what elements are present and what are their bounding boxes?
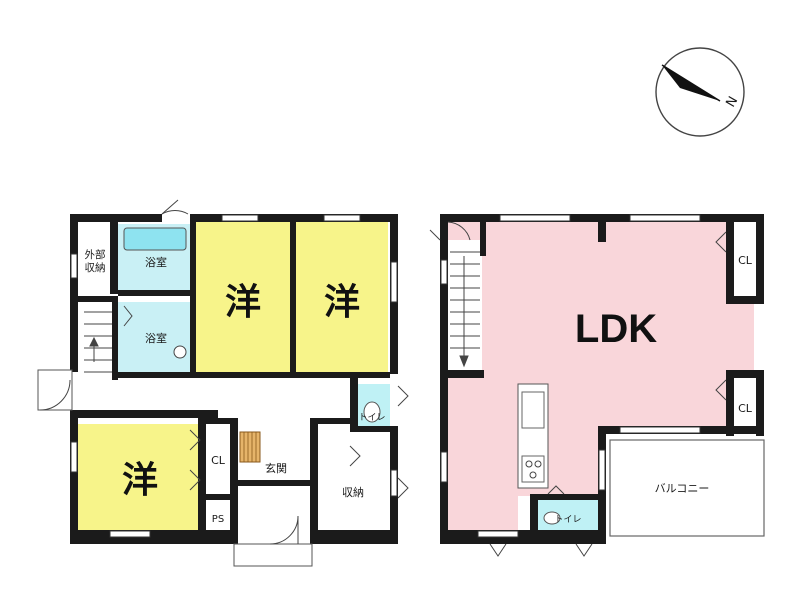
upper-toilet-label: トイレ [554, 515, 581, 525]
ground-floor-plan: 外部収納 浴室 浴室 洋 洋 洋 CL 玄関 トイレ 収納 PS [37, 199, 409, 567]
upper-floor-doors [429, 221, 727, 557]
toilet-label: トイレ [358, 413, 385, 423]
balcony-area [609, 439, 765, 537]
stove-icon [521, 455, 545, 483]
side-porch [37, 369, 73, 411]
entrance-label: 玄関 [265, 461, 287, 475]
bathroom-label: 浴室 [145, 255, 167, 269]
stairs-ground [84, 311, 114, 373]
balcony-label: バルコニー [655, 482, 710, 495]
closet-1-room [734, 222, 754, 298]
ground-floor-doors [39, 199, 409, 545]
western-room-2-label: 洋 [324, 282, 360, 323]
western-room-1-label: 洋 [225, 282, 261, 323]
closet-label: CL [211, 454, 226, 467]
ground-floor-windows [70, 214, 398, 538]
western-room-1 [196, 222, 290, 372]
stairs-upper [448, 240, 482, 376]
pipe-space-label: PS [212, 514, 224, 525]
upper-floor-plan: LDK CL CL バルコニー トイレ [429, 214, 765, 557]
bathtub-icon [123, 227, 187, 251]
closet-2-label: CL [738, 402, 753, 415]
entrance-porch [233, 543, 313, 567]
toilet-icon [363, 401, 381, 423]
western-room-3-label: 洋 [122, 460, 158, 501]
ldk-label: LDK [575, 307, 657, 351]
storage-label: 収納 [342, 486, 364, 499]
upper-toilet-icon [543, 511, 561, 525]
sink-icon [173, 345, 187, 359]
washroom-label: 浴室 [145, 331, 167, 345]
entrance-step [239, 431, 261, 463]
kitchen-sink-icon [521, 391, 545, 429]
western-room-2 [296, 222, 388, 372]
upper-floor-windows [440, 214, 701, 538]
compass: N [655, 47, 745, 137]
closet-1-label: CL [738, 254, 753, 267]
outdoor-storage-label: 外部収納 [85, 248, 106, 274]
outdoor-storage-room [78, 244, 112, 294]
western-room-3 [76, 424, 198, 530]
closet-2-room [734, 378, 754, 434]
